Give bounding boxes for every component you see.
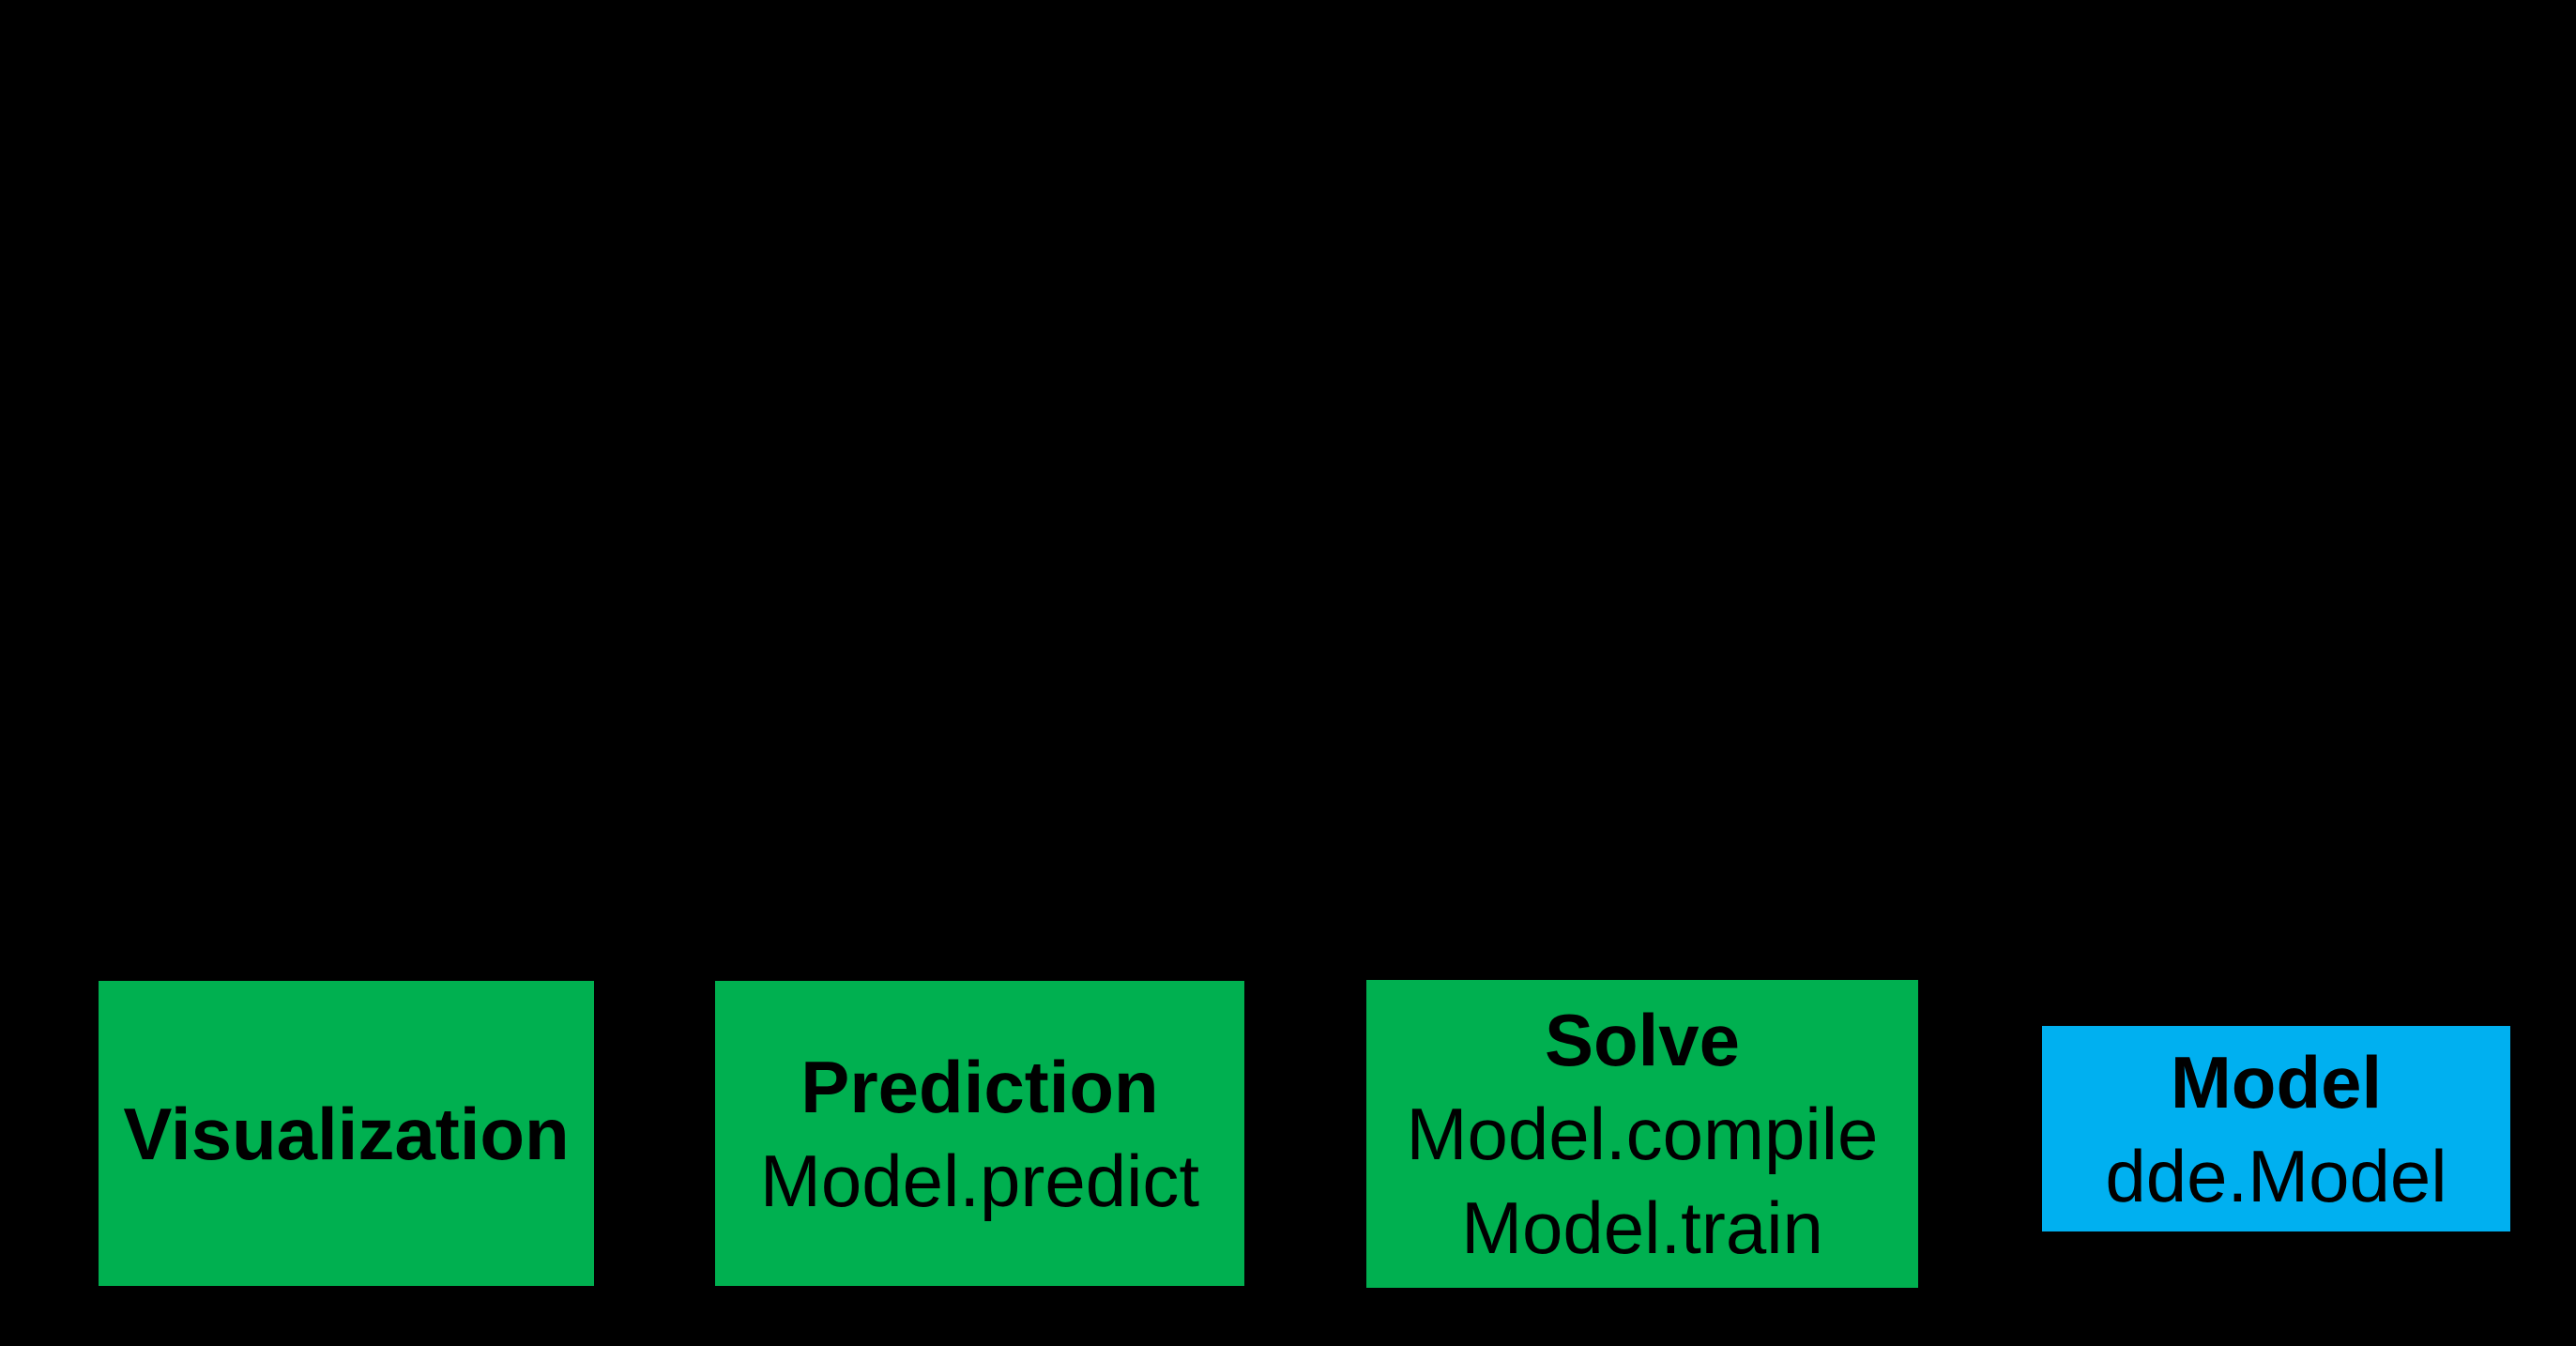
node-prediction-title: Prediction — [800, 1045, 1159, 1128]
node-model-title: Model — [2170, 1040, 2383, 1124]
node-solve-api-label-train: Model.train — [1461, 1186, 1823, 1269]
node-solve-api-label-compile: Model.compile — [1406, 1093, 1879, 1175]
node-model-api-label: dde.Model — [2105, 1134, 2447, 1217]
node-visualization: Visualization — [99, 981, 594, 1286]
node-visualization-title: Visualization — [123, 1092, 570, 1175]
node-prediction: Prediction Model.predict — [715, 981, 1244, 1286]
node-model: Model dde.Model — [2042, 1026, 2510, 1231]
node-solve: Solve Model.compile Model.train — [1366, 980, 1918, 1288]
node-solve-title: Solve — [1544, 999, 1741, 1081]
node-prediction-api-label: Model.predict — [759, 1139, 1200, 1222]
